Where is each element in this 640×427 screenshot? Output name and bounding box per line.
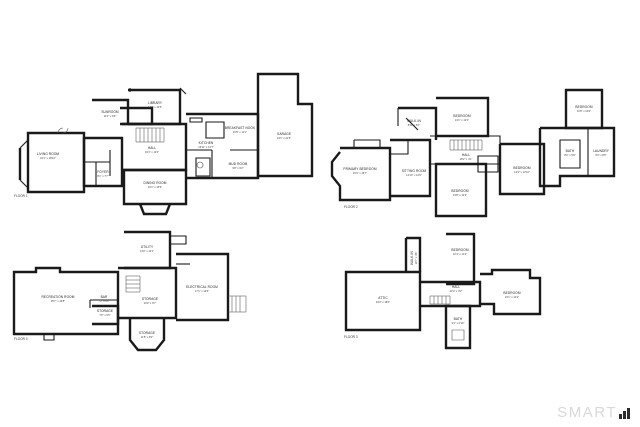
floor-1-plan: LIVING ROOM 22'1" x 18'10" SUNROOM 11'2"… — [14, 72, 314, 216]
room-label: BREAKFAST NOOK — [225, 126, 256, 130]
room-label: KITCHEN — [199, 141, 214, 145]
floor-0-plan: RECREATION ROOM 35'7" x 19'8" UTILITY 13… — [12, 230, 247, 352]
room-dims: 24'1" x 21'6" — [277, 136, 291, 140]
room-dims: 13'0" x 10'1" — [140, 249, 154, 253]
room-label: RECREATION ROOM — [42, 295, 75, 299]
room-dims: 22'1" x 18'10" — [40, 156, 56, 160]
room-dims: 8'1" x 7'7" — [97, 174, 108, 178]
floor-label: FLOOR 0 — [14, 337, 28, 341]
room-label: BEDROOM — [451, 189, 468, 193]
room-label: FOYER — [97, 170, 109, 174]
room-label: LIBRARY — [148, 101, 163, 105]
room-label: WALK-IN — [410, 250, 414, 264]
room-label: WALK-IN — [407, 119, 421, 123]
room-label: STORAGE — [142, 297, 158, 301]
floor-label: FLOOR 3 — [344, 335, 358, 339]
room-dims: 8'11" x 8'7" — [408, 123, 421, 127]
room-dims: 16'1" x 12'4" — [505, 295, 519, 299]
room-dims: 18'2" x 4'1" — [460, 157, 473, 161]
floor-2-plan: PRIMARY BEDROOM 19'4" x 15'7" WALK-IN 8'… — [330, 88, 616, 218]
room-label: BEDROOM — [575, 105, 592, 109]
room-label: BATH — [454, 317, 463, 321]
room-label: STORAGE — [139, 331, 155, 335]
room-label: HALL — [452, 285, 461, 289]
room-label: PRIMARY BEDROOM — [343, 167, 377, 171]
room-dims: 16'1" x 15'9" — [148, 185, 162, 189]
room-dims: 11'2" x 9'6" — [104, 114, 117, 118]
room-dims: 12'10" x 12'0" — [406, 173, 422, 177]
room-dims: 10'2" x 9'7" — [144, 301, 157, 305]
room-label: SITTING ROOM — [402, 169, 427, 173]
room-label: BEDROOM — [451, 248, 468, 252]
room-label: HALL — [462, 153, 471, 157]
room-label: BEDROOM — [513, 166, 530, 170]
room-dims: 7'0" x 6'6" — [99, 313, 110, 317]
room-dims: 35'7" x 19'8" — [51, 299, 65, 303]
room-dims: 19'4" x 15'7" — [353, 171, 367, 175]
room-dims: 16'11" x 13'7" — [198, 145, 214, 149]
room-label: BATH — [566, 149, 575, 153]
room-label: ELECTRICAL ROOM — [186, 285, 218, 289]
room-label: GARAGE — [277, 132, 291, 136]
room-dims: 11'8" x 8'2" — [141, 335, 154, 339]
room-dims: 17'1" x 13'6" — [195, 289, 209, 293]
room-dims: 14'7" x 13'5" — [148, 105, 162, 109]
room-dims: 14'7" x 4'6" — [414, 252, 418, 265]
room-label: MUD ROOM — [229, 162, 248, 166]
room-dims: 9'1" x 6'10" — [452, 321, 465, 325]
room-dims: 12'1" x 11'4" — [453, 252, 467, 256]
room-label: UTILITY — [141, 245, 154, 249]
brand-watermark: SMART — [557, 404, 630, 421]
room-dims: 9'8" x 6'2" — [232, 166, 243, 170]
room-label: DINING ROOM — [143, 181, 166, 185]
floor-label: FLOOR 2 — [344, 205, 358, 209]
room-label: BEDROOM — [453, 114, 470, 118]
floor-3-plan: ATTIC 34'3" x 18'0" BEDROOM 12'1" x 11'4… — [344, 232, 542, 350]
room-dims: 34'3" x 18'0" — [376, 300, 390, 304]
room-dims: 13'8" x 12'3" — [453, 193, 467, 197]
room-label: HALL — [148, 146, 157, 150]
room-dims: 7'2" x 4'0" — [98, 299, 109, 303]
room-dims: 8'2" x 5'9" — [564, 153, 575, 157]
room-dims: 11'8" x 10'6" — [577, 109, 591, 113]
room-label: BEDROOM — [503, 291, 520, 295]
room-dims: 13'3" x 12'10" — [514, 170, 530, 174]
room-label: LAUNDRY — [593, 149, 610, 153]
room-label: BAR — [101, 295, 108, 299]
room-dims: 9'3" x 8'5" — [595, 153, 606, 157]
bar-chart-icon — [619, 407, 630, 419]
floor-label: FLOOR 1 — [14, 194, 28, 198]
room-dims: 19'1" x 11'3" — [145, 150, 159, 154]
room-label: LIVING ROOM — [37, 152, 60, 156]
room-label: SUNROOM — [101, 110, 119, 114]
room-label: ATTIC — [378, 296, 388, 300]
room-label: STORAGE — [97, 309, 113, 313]
room-dims: 15'6" x 11'1" — [233, 130, 247, 134]
room-dims: 14'1" x 12'4" — [455, 118, 469, 122]
brand-name: SMART — [557, 404, 617, 421]
room-dims: 13'4" x 3'2" — [450, 289, 463, 293]
